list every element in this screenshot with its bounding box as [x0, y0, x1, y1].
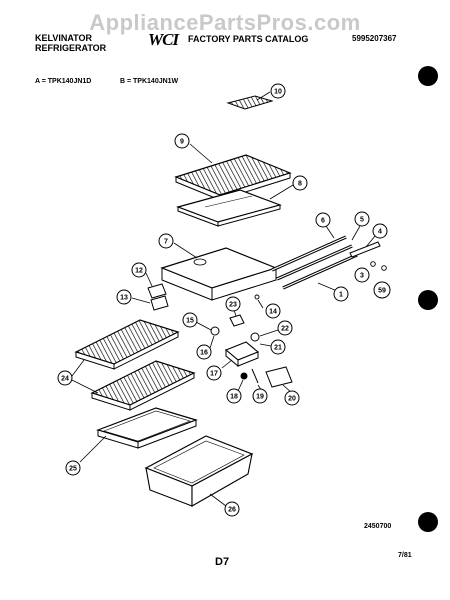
svg-text:26: 26 — [228, 507, 236, 514]
callout-17: 17 — [206, 365, 222, 381]
callout-5: 5 — [354, 211, 370, 227]
callout-9: 9 — [174, 133, 190, 149]
svg-text:15: 15 — [186, 318, 194, 325]
catalog-part-number: 5995207367 — [352, 34, 397, 43]
callout-20: 20 — [284, 390, 300, 406]
callout-4: 4 — [372, 223, 388, 239]
callout-23: 23 — [225, 296, 241, 312]
callout-15: 15 — [182, 312, 198, 328]
svg-text:12: 12 — [135, 268, 143, 275]
svg-text:7: 7 — [164, 239, 168, 246]
binder-hole-top — [418, 66, 438, 86]
svg-text:4: 4 — [378, 229, 382, 236]
callout-7: 7 — [158, 233, 174, 249]
part-crisper-cover — [79, 407, 198, 463]
callout-59: 59 — [373, 281, 391, 299]
part-clips — [131, 272, 169, 311]
svg-text:19: 19 — [256, 394, 264, 401]
callout-6: 6 — [315, 212, 331, 228]
catalog-title: FACTORY PARTS CATALOG — [188, 34, 309, 44]
callout-labels: 10 9 8 7 6 5 4 3 59 1 12 13 23 14 15 22 … — [57, 83, 391, 517]
svg-text:17: 17 — [210, 371, 218, 378]
brand-name: KELVINATOR — [35, 33, 93, 43]
svg-text:18: 18 — [230, 394, 238, 401]
callout-3: 3 — [354, 267, 370, 283]
svg-text:59: 59 — [378, 288, 386, 295]
part-divider-tray — [160, 242, 278, 301]
callout-22: 22 — [277, 320, 293, 336]
model-a: A = TPK140JN1D — [35, 78, 92, 85]
svg-text:25: 25 — [69, 466, 77, 473]
part-small-hardware — [195, 294, 279, 349]
svg-text:23: 23 — [229, 302, 237, 309]
part-control-bracket — [221, 341, 293, 394]
callout-14: 14 — [265, 303, 281, 319]
binder-hole-middle — [418, 290, 438, 310]
svg-text:8: 8 — [298, 181, 302, 188]
watermark: AppliancePartsPros.com — [89, 10, 361, 35]
wci-logo: WCI — [148, 30, 179, 49]
svg-text:9: 9 — [180, 139, 184, 146]
part-shelf-frame — [176, 184, 294, 227]
svg-text:5: 5 — [360, 217, 364, 224]
binder-hole-bottom — [418, 512, 438, 532]
callout-25: 25 — [65, 460, 81, 476]
svg-text:6: 6 — [321, 218, 325, 225]
drawing-number: 2450700 — [364, 523, 392, 530]
model-b: B = TPK140JN1W — [120, 78, 179, 85]
svg-text:24: 24 — [61, 376, 69, 383]
callout-10: 10 — [270, 83, 286, 99]
callout-16: 16 — [196, 344, 212, 360]
svg-text:22: 22 — [281, 326, 289, 333]
page-code: D7 — [215, 556, 230, 568]
svg-text:20: 20 — [288, 396, 296, 403]
svg-text:21: 21 — [274, 345, 282, 352]
callout-24: 24 — [57, 370, 73, 386]
svg-text:1: 1 — [339, 292, 343, 299]
callout-19: 19 — [252, 388, 268, 404]
callout-12: 12 — [131, 262, 147, 278]
callout-26: 26 — [224, 501, 240, 517]
svg-text:10: 10 — [274, 89, 282, 96]
svg-text:3: 3 — [360, 273, 364, 280]
callout-13: 13 — [116, 289, 132, 305]
part-shelf-rails — [271, 225, 387, 292]
callout-21: 21 — [270, 339, 286, 355]
product-type: REFRIGERATOR — [35, 43, 107, 53]
part-crisper-pan — [144, 435, 254, 507]
part-small-grille — [226, 91, 274, 110]
svg-text:13: 13 — [120, 295, 128, 302]
callout-1: 1 — [333, 286, 349, 302]
revision-date: 7/81 — [398, 552, 412, 559]
callout-18: 18 — [226, 388, 242, 404]
callout-8: 8 — [292, 175, 308, 191]
brand-block: KELVINATOR REFRIGERATOR — [35, 33, 106, 53]
svg-text:16: 16 — [200, 350, 208, 357]
svg-text:14: 14 — [269, 309, 277, 316]
part-fresh-food-shelves — [71, 319, 196, 411]
